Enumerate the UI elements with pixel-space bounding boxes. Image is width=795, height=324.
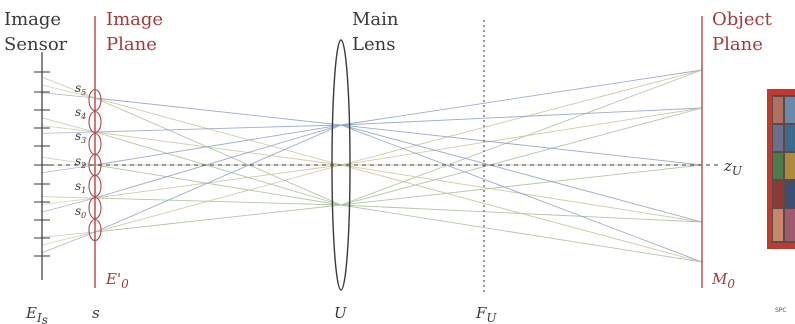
ray-image-plane-to-sensor <box>41 231 96 238</box>
ray-lens-to-image-plane <box>94 164 342 206</box>
fu-math-label: FU <box>475 304 497 324</box>
ray-lens-to-image-plane <box>94 97 342 126</box>
microlens <box>88 88 102 112</box>
ray-lens-to-image-plane <box>94 164 342 233</box>
main-lens <box>331 39 351 291</box>
ray-lens-to-image-plane <box>94 124 342 133</box>
ray-object-to-lens <box>340 107 703 166</box>
image-sensor-label-line1: Image <box>4 9 61 30</box>
ray-object-to-lens <box>340 69 703 166</box>
main-lens-label-line2: Lens <box>352 34 395 55</box>
ray-lens-to-image-plane <box>94 124 342 166</box>
ray-lens-to-image-plane <box>94 97 342 206</box>
zu-math-label: zU <box>723 157 743 178</box>
sub-image-label: s5 <box>75 81 86 97</box>
ray-lens-to-image-plane <box>94 97 342 166</box>
ray-image-plane-to-sensor <box>41 125 96 133</box>
ray-lens-to-image-plane <box>94 131 342 166</box>
color-checker-inset <box>767 89 795 249</box>
ray-image-plane-to-sensor <box>41 164 96 174</box>
ray-object-to-lens <box>340 164 703 206</box>
ray-image-plane-to-sensor <box>41 76 96 99</box>
ray-image-plane-to-sensor <box>41 92 96 99</box>
ray-object-to-lens <box>340 107 703 126</box>
s-math-label: s <box>92 304 100 322</box>
u-math-label: U <box>334 304 348 322</box>
sub-image-label: s2 <box>75 154 86 170</box>
light-rays <box>41 69 703 263</box>
ray-object-to-lens <box>340 107 703 206</box>
m0-math-label: M0 <box>711 270 735 291</box>
ray-object-to-lens <box>340 124 703 223</box>
inset-caption: SPC <box>775 307 787 314</box>
ray-image-plane-to-sensor <box>41 197 96 213</box>
ray-lens-to-image-plane <box>94 204 342 233</box>
object-plane-label-line2: Plane <box>712 34 763 55</box>
sub-image-label: s1 <box>75 179 86 195</box>
object-plane-label-line1: Object <box>712 9 773 30</box>
ray-lens-to-image-plane <box>94 164 342 199</box>
image-plane-label-line1: Image <box>106 9 163 30</box>
ray-image-plane-to-sensor <box>41 231 96 246</box>
image-plane-label-line2: Plane <box>106 34 157 55</box>
main-lens-label-line1: Main <box>352 9 399 30</box>
sub-image-label: s0 <box>75 204 86 220</box>
ray-image-plane-to-sensor <box>41 84 96 99</box>
ray-object-to-lens <box>340 124 703 166</box>
image-sensor-label-line2: Sensor <box>4 34 68 55</box>
ray-lens-to-image-plane <box>94 124 342 233</box>
sub-image-label: s3 <box>75 129 86 145</box>
ray-object-to-lens <box>340 69 703 206</box>
ray-object-to-lens <box>340 204 703 263</box>
ray-image-plane-to-sensor <box>41 231 96 254</box>
sub-image-labels: s5 s4 s3 s2 s1 s0 <box>75 81 86 220</box>
ray-lens-to-image-plane <box>94 197 342 206</box>
ray-lens-to-image-plane <box>94 131 342 206</box>
sensor-math-label: EIs <box>25 304 48 324</box>
e-prime-math-label: E'0 <box>105 270 129 291</box>
microlens <box>88 196 102 220</box>
ray-object-to-lens <box>340 124 703 263</box>
ray-lens-to-image-plane <box>94 124 342 199</box>
microlens <box>88 110 102 134</box>
microlens <box>88 218 102 242</box>
microlens <box>88 174 102 198</box>
ray-image-plane-to-sensor <box>41 117 96 133</box>
microlens-array <box>88 88 102 242</box>
sensor-ticks <box>34 71 50 257</box>
ray-image-plane-to-sensor <box>41 196 96 199</box>
ray-object-to-lens <box>340 69 703 126</box>
sub-image-label: s4 <box>75 105 86 121</box>
ray-image-plane-to-sensor <box>41 131 96 134</box>
ray-image-plane-to-sensor <box>41 156 96 166</box>
ray-object-to-lens <box>340 164 703 263</box>
ray-image-plane-to-sensor <box>41 197 96 205</box>
